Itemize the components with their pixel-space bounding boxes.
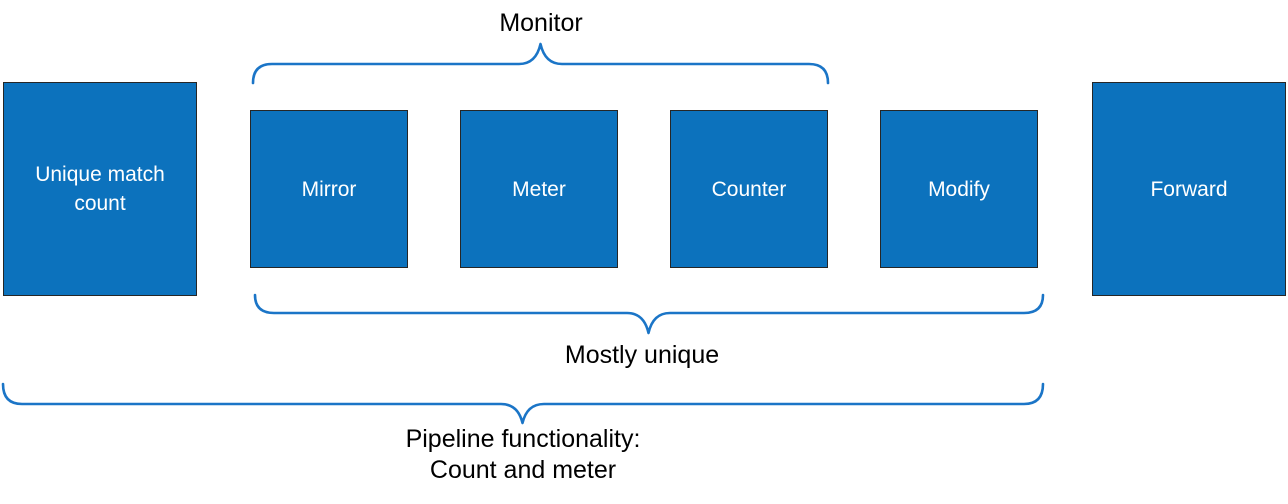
modify-box-label: Modify (928, 177, 990, 201)
meter-box: Meter (460, 110, 618, 268)
monitor-brace (251, 42, 830, 85)
monitor-label: Monitor (499, 9, 583, 37)
counter-box-label: Counter (711, 177, 787, 201)
mostly-unique-label: Mostly unique (564, 341, 720, 369)
forward-box: Forward (1092, 82, 1286, 296)
mostly-unique-brace (253, 293, 1045, 335)
meter-box-label: Meter (512, 177, 566, 201)
unique-match-count-box: Unique match count (3, 82, 197, 296)
forward-box-label: Forward (1150, 177, 1228, 201)
mirror-box: Mirror (250, 110, 408, 268)
pipeline-label: Pipeline functionality: Count and meter (406, 424, 641, 486)
pipeline-label-line1: Pipeline functionality: (405, 425, 641, 453)
unique-match-count-box-label: Unique match count (35, 163, 165, 215)
pipeline-label-line2: Count and meter (429, 456, 617, 484)
mirror-box-label: Mirror (301, 177, 357, 201)
modify-box: Modify (880, 110, 1038, 268)
pipeline-brace (1, 382, 1045, 425)
counter-box: Counter (670, 110, 828, 268)
